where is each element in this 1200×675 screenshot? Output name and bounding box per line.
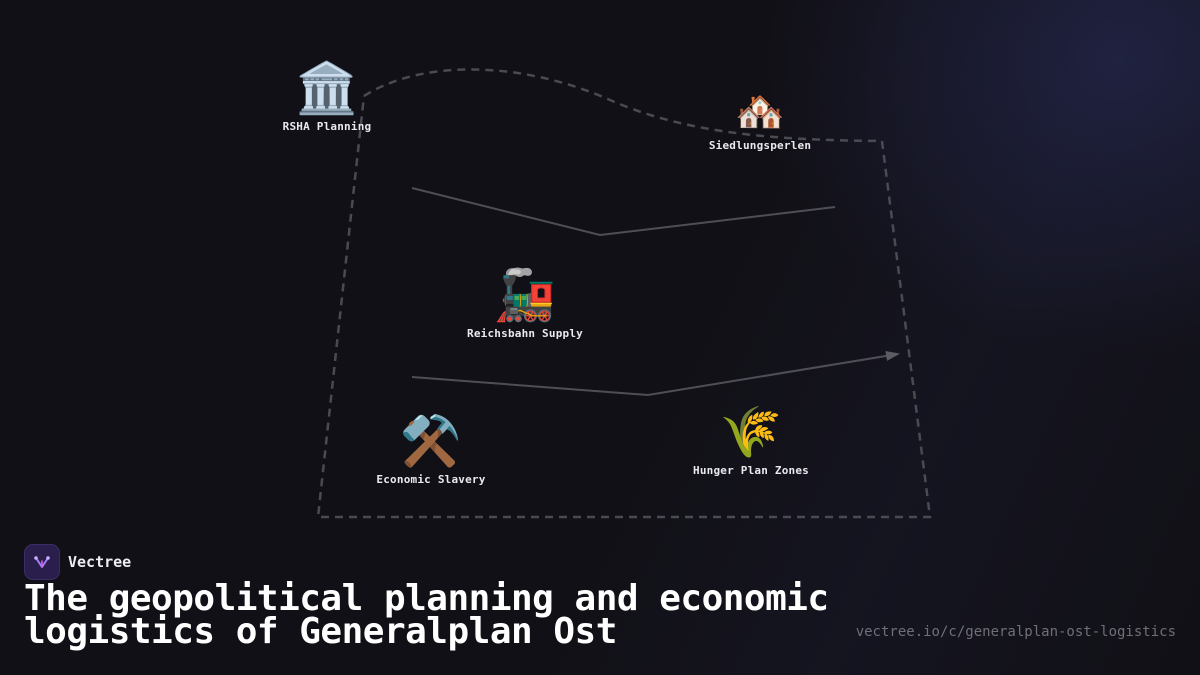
node-label: Economic Slavery bbox=[376, 473, 486, 486]
node-label: RSHA Planning bbox=[282, 120, 372, 133]
node-economic-slavery[interactable]: ⚒️ Economic Slavery bbox=[376, 413, 485, 486]
sheaf-of-rice-icon: 🌾 bbox=[719, 403, 783, 461]
node-rsha-planning[interactable]: 🏛️ RSHA Planning bbox=[283, 60, 372, 133]
houses-icon: 🏘️ bbox=[735, 89, 785, 135]
vectree-logo-icon bbox=[24, 544, 60, 580]
hammer-and-pick-icon: ⚒️ bbox=[399, 412, 463, 470]
flow-line-upper bbox=[411, 187, 836, 237]
node-label: Siedlungsperlen bbox=[708, 139, 812, 152]
node-label: Hunger Plan Zones bbox=[693, 464, 809, 477]
node-siedlungsperlen[interactable]: 🏘️ Siedlungsperlen bbox=[709, 89, 811, 152]
node-label: Reichsbahn Supply bbox=[467, 327, 583, 340]
source-url[interactable]: vectree.io/c/generalplan-ost-logistics bbox=[855, 624, 1176, 640]
flow-arrow-lower bbox=[411, 351, 900, 397]
brand[interactable]: Vectree bbox=[24, 544, 131, 580]
territory-boundary bbox=[316, 68, 932, 519]
brand-name: Vectree bbox=[68, 553, 132, 571]
classical-building-icon: 🏛️ bbox=[295, 59, 359, 117]
node-hunger-plan-zones[interactable]: 🌾 Hunger Plan Zones bbox=[693, 404, 809, 477]
page-title: The geopolitical planning and economic l… bbox=[24, 578, 829, 652]
locomotive-icon: 🚂 bbox=[493, 266, 557, 324]
node-reichsbahn-supply[interactable]: 🚂 Reichsbahn Supply bbox=[467, 267, 583, 340]
